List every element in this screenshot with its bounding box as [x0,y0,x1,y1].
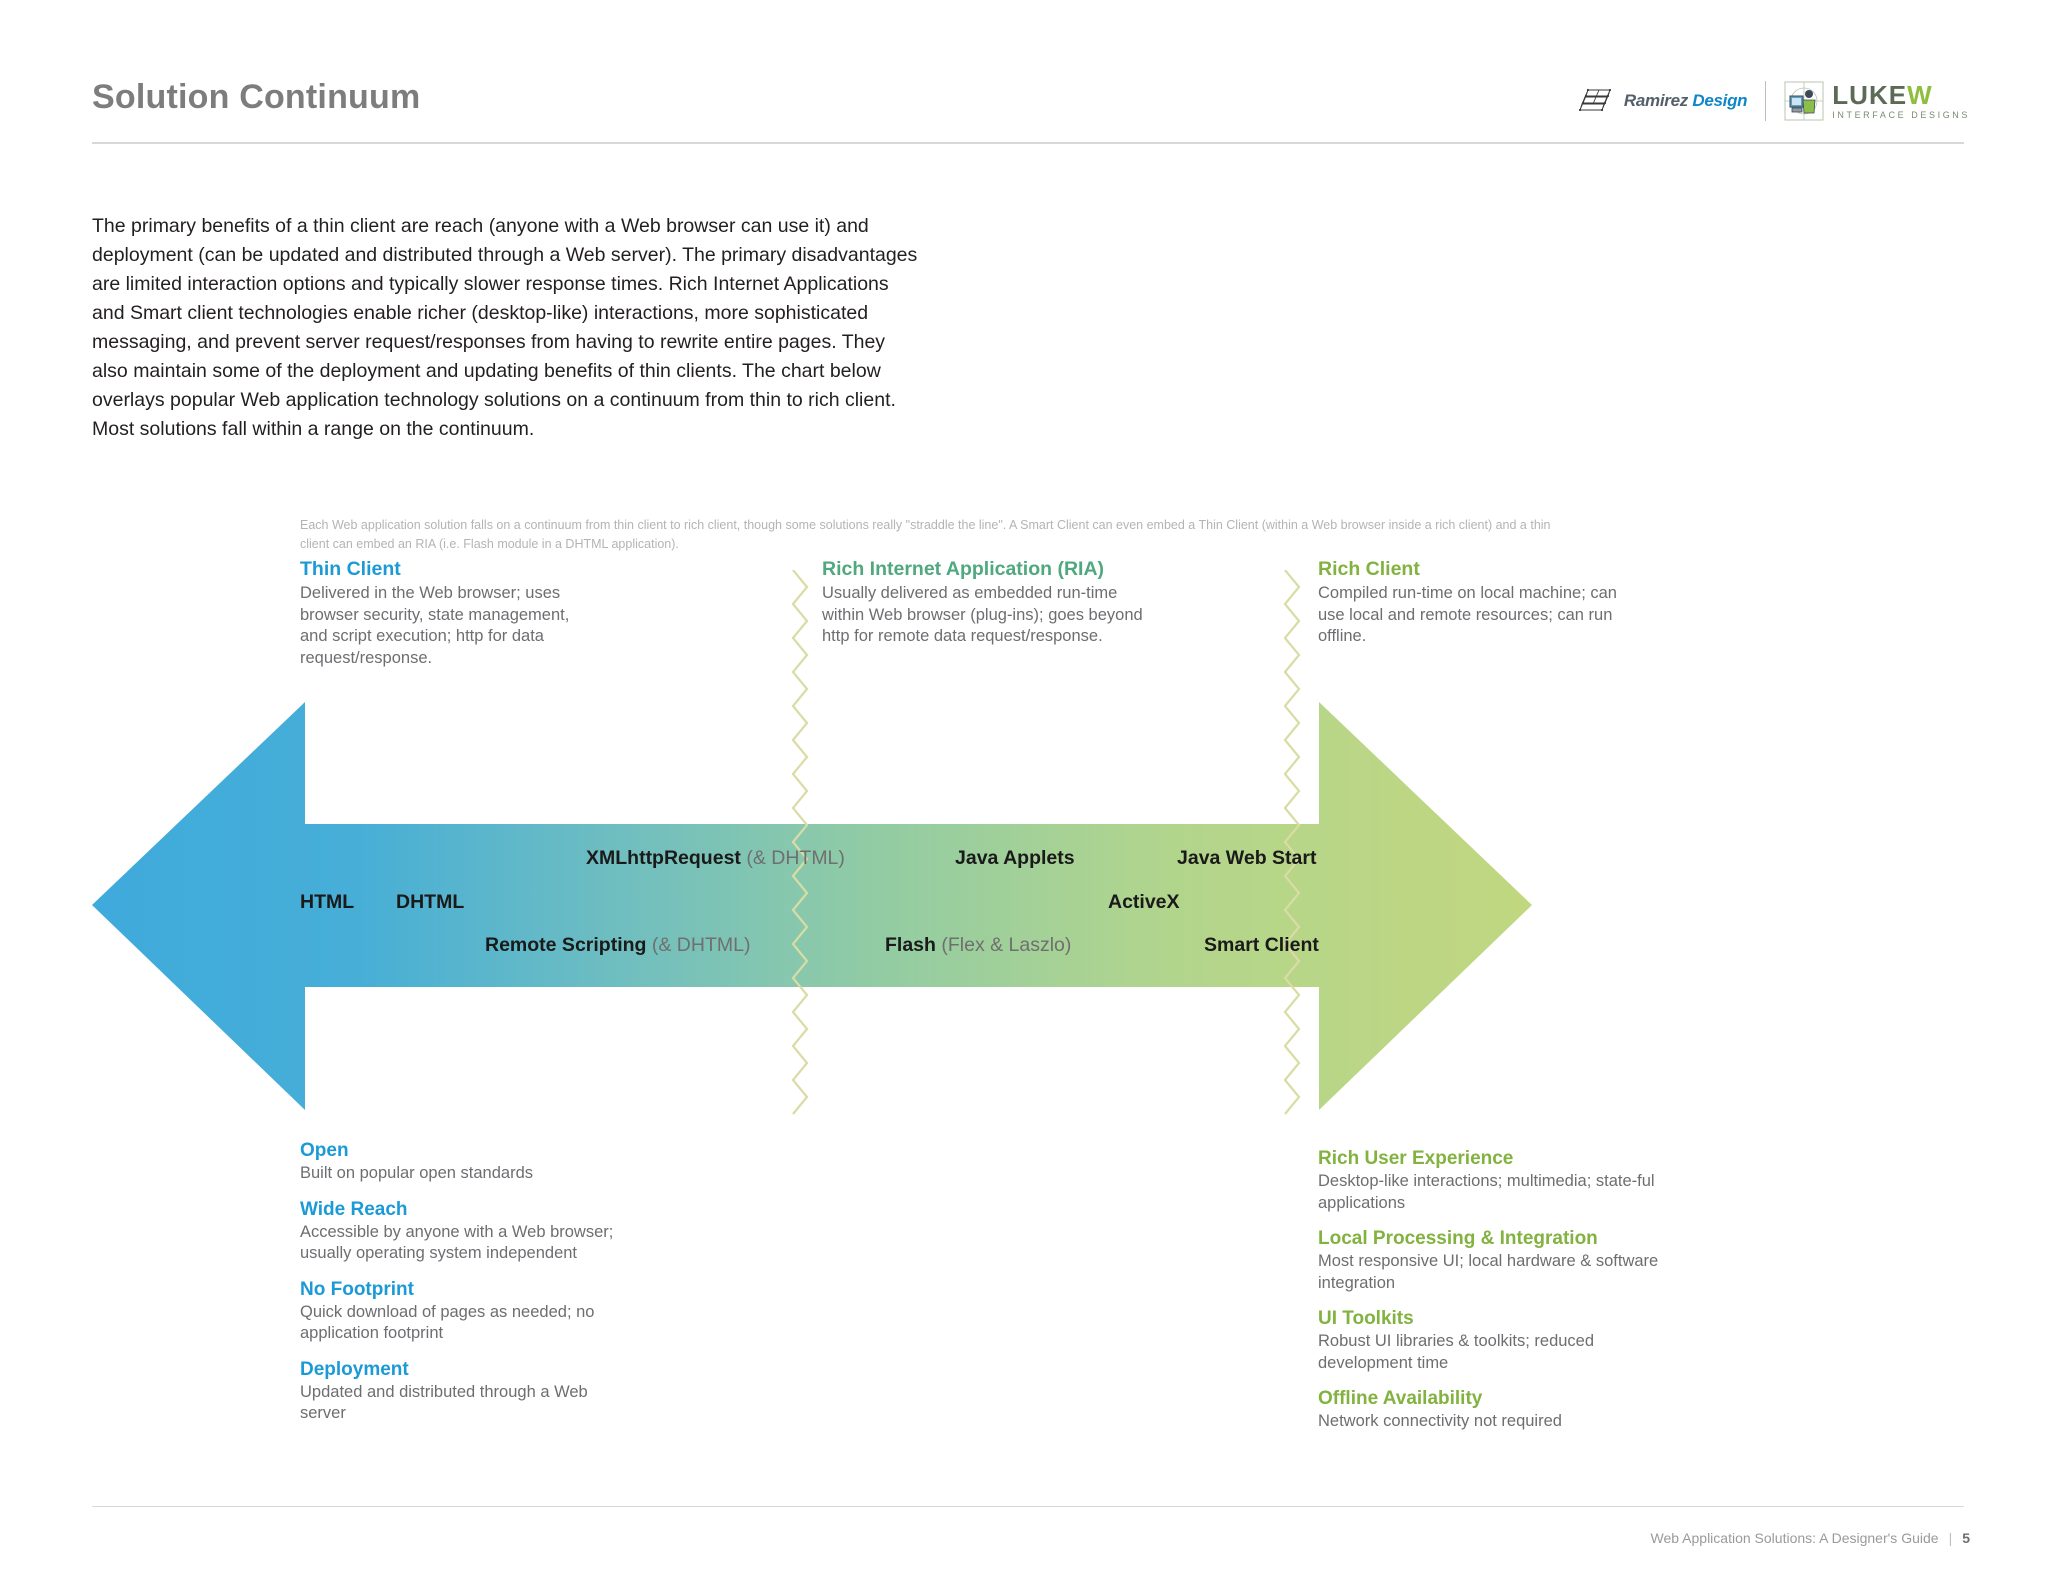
page-footer: Web Application Solutions: A Designer's … [0,1492,2048,1582]
logo-group: Ramirez Design LUKEW INTERFACE DESIGNS [1578,78,1970,124]
lukew-wordmark: LUKEW [1832,82,1970,108]
column-description-ria: Usually delivered as embedded run-time w… [822,584,1143,645]
tech-name-smart-client: Smart Client [1204,934,1319,956]
tech-name-flash: Flash [885,934,936,956]
benefit-item: Offline Availability Network connectivit… [1318,1388,1663,1433]
header-divider [92,142,1964,144]
benefit-title-wide-reach: Wide Reach [300,1198,408,1220]
footer-divider [92,1506,1964,1507]
benefit-title-offline-availability: Offline Availability [1318,1388,1483,1409]
lukew-person-computer-icon [1784,81,1824,121]
benefit-description-ui-toolkits: Robust UI libraries & toolkits; reduced … [1318,1332,1595,1372]
benefit-item: No Footprint Quick download of pages as … [300,1279,630,1345]
tech-label-xmlhttprequest: XMLhttpRequest (& DHTML) [586,847,845,870]
tech-note-xmlhttprequest: (& DHTML) [740,847,845,869]
logo-divider [1765,81,1767,121]
benefit-description-deployment: Updated and distributed through a Web se… [300,1382,588,1423]
benefit-item: Rich User Experience Desktop-like intera… [1318,1148,1663,1214]
column-description-rich-client: Compiled run-time on local machine; can … [1318,584,1617,645]
tech-label-java-applets: Java Applets [955,847,1075,870]
benefit-description-offline-availability: Network connectivity not required [1318,1412,1562,1430]
zigzag-divider-ria [791,570,809,1115]
benefit-item: Deployment Updated and distributed throu… [300,1359,630,1425]
column-header-rich-client: Rich Client Compiled run-time on local m… [1318,558,1618,648]
benefit-item: Local Processing & Integration Most resp… [1318,1228,1663,1294]
benefits-list-thin-client: Open Built on popular open standards Wid… [300,1140,630,1439]
tech-label-remote-scripting: Remote Scripting (& DHTML) [485,934,750,957]
benefit-description-no-footprint: Quick download of pages as needed; no ap… [300,1302,595,1343]
zigzag-divider-rich [1283,570,1301,1115]
tech-name-html: HTML [300,891,355,913]
tech-name-xmlhttprequest: XMLhttpRequest [586,847,741,869]
benefit-title-rich-user-experience: Rich User Experience [1318,1148,1514,1169]
lukew-word-w: W [1907,80,1933,110]
lukew-text: LUKEW INTERFACE DESIGNS [1832,82,1970,120]
footer-separator: | [1948,1530,1953,1546]
lukew-logo: LUKEW INTERFACE DESIGNS [1784,81,1970,121]
tech-name-activex: ActiveX [1108,891,1180,913]
tech-name-remote-scripting: Remote Scripting [485,934,647,956]
tech-name-java-applets: Java Applets [955,847,1075,869]
benefit-title-open: Open [300,1140,349,1161]
footer-text: Web Application Solutions: A Designer's … [1651,1530,1970,1546]
benefit-description-local-processing: Most responsive UI; local hardware & sof… [1318,1252,1659,1292]
footer-document-title: Web Application Solutions: A Designer's … [1650,1530,1939,1546]
solution-continuum-diagram: Each Web application solution falls on a… [0,500,2048,1460]
column-description-thin-client: Delivered in the Web browser; uses brows… [300,584,570,667]
column-title-ria: Rich Internet Application (RIA) [822,558,1105,580]
ramirez-design-logo: Ramirez Design [1578,87,1748,115]
benefit-description-rich-user-experience: Desktop-like interactions; multimedia; s… [1318,1172,1655,1212]
tech-note-remote-scripting: (& DHTML) [646,934,751,956]
tech-name-dhtml: DHTML [396,891,465,913]
tech-label-java-web-start: Java Web Start [1177,847,1316,870]
ramirez-name: Ramirez [1623,91,1693,110]
tech-name-java-web-start: Java Web Start [1177,847,1317,869]
tech-note-flash: (Flex & Laszlo) [935,934,1072,956]
benefit-item: UI Toolkits Robust UI libraries & toolki… [1318,1308,1663,1374]
page-title: Solution Continuum [92,78,421,116]
ramirez-design-word: Design [1692,91,1748,110]
benefit-description-wide-reach: Accessible by anyone with a Web browser;… [300,1222,614,1263]
benefit-title-ui-toolkits: UI Toolkits [1318,1308,1414,1329]
tech-label-dhtml: DHTML [396,891,464,914]
tech-label-html: HTML [300,891,354,914]
diagram-caption: Each Web application solution falls on a… [300,518,1551,551]
lukew-tagline: INTERFACE DESIGNS [1832,110,1970,120]
column-header-thin-client: Thin Client Delivered in the Web browser… [300,558,600,669]
ramirez-wordmark: Ramirez Design [1623,91,1748,111]
intro-paragraph: The primary benefits of a thin client ar… [92,214,918,440]
column-title-rich-client: Rich Client [1318,558,1420,580]
benefit-title-deployment: Deployment [300,1358,409,1380]
benefits-list-rich-client: Rich User Experience Desktop-like intera… [1318,1148,1663,1447]
benefit-item: Wide Reach Accessible by anyone with a W… [300,1199,630,1265]
footer-page-number: 5 [1962,1530,1970,1546]
continuum-arrow-graphic [92,700,1532,1112]
tech-label-smart-client: Smart Client [1204,934,1319,957]
benefit-item: Open Built on popular open standards [300,1140,630,1185]
lukew-word-luke: LUKE [1832,80,1908,110]
ramirez-lattice-icon [1578,88,1612,112]
benefit-description-open: Built on popular open standards [300,1164,533,1182]
benefit-title-no-footprint: No Footprint [300,1278,414,1300]
page-header: Solution Continuum Rami [0,0,2048,144]
tech-label-flash: Flash (Flex & Laszlo) [885,934,1071,957]
column-header-ria: Rich Internet Application (RIA) Usually … [822,558,1152,648]
benefit-title-local-processing: Local Processing & Integration [1318,1228,1598,1249]
tech-label-activex: ActiveX [1108,891,1180,914]
column-title-thin-client: Thin Client [300,558,401,580]
